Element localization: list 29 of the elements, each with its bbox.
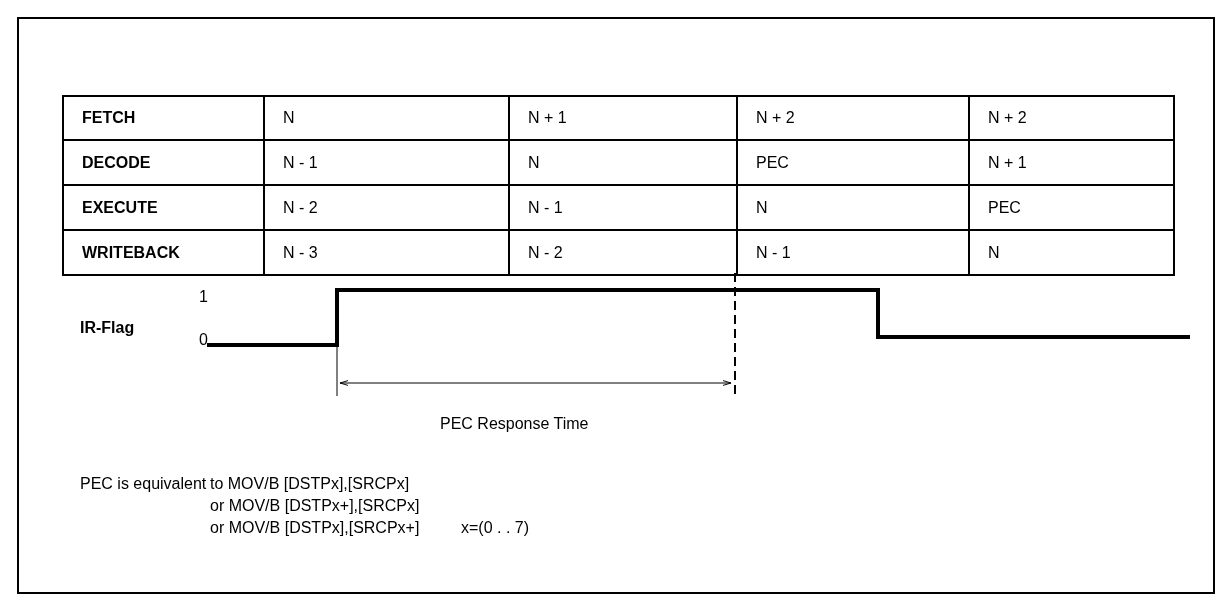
table-cell: N + 2 bbox=[969, 96, 1174, 140]
table-cell: N bbox=[264, 96, 509, 140]
table-cell: N - 2 bbox=[264, 185, 509, 230]
table-cell: N bbox=[969, 230, 1174, 275]
table-cell: PEC bbox=[969, 185, 1174, 230]
table-cell: N bbox=[737, 185, 969, 230]
table-cell: N - 1 bbox=[737, 230, 969, 275]
row-header-cell: EXECUTE bbox=[63, 185, 264, 230]
table-cell: N + 1 bbox=[509, 96, 737, 140]
table-cell: N - 1 bbox=[264, 140, 509, 185]
table-cell: N + 2 bbox=[737, 96, 969, 140]
axis-tick-label: 1 bbox=[199, 288, 208, 306]
code-line: or MOV/B [DSTPx],[SRCPx+] bbox=[210, 519, 420, 537]
code-line: or MOV/B [DSTPx+],[SRCPx] bbox=[210, 497, 420, 515]
note-text: x=(0 . . 7) bbox=[461, 519, 530, 537]
table-cell: N - 2 bbox=[509, 230, 737, 275]
note-text: PEC is equivalent bbox=[80, 475, 207, 493]
table-cell: N - 3 bbox=[264, 230, 509, 275]
table-cell: N + 1 bbox=[969, 140, 1174, 185]
table-cell: N bbox=[509, 140, 737, 185]
table-cell: N - 1 bbox=[509, 185, 737, 230]
signal-name: IR-Flag bbox=[80, 319, 135, 337]
row-header-cell: DECODE bbox=[63, 140, 264, 185]
table-cell: PEC bbox=[737, 140, 969, 185]
axis-tick-label: 0 bbox=[199, 331, 208, 349]
dimension-label: PEC Response Time bbox=[440, 415, 589, 433]
code-line: to MOV/B [DSTPx],[SRCPx] bbox=[210, 475, 410, 493]
row-header-cell: FETCH bbox=[63, 96, 264, 140]
row-header-cell: WRITEBACK bbox=[63, 230, 264, 275]
